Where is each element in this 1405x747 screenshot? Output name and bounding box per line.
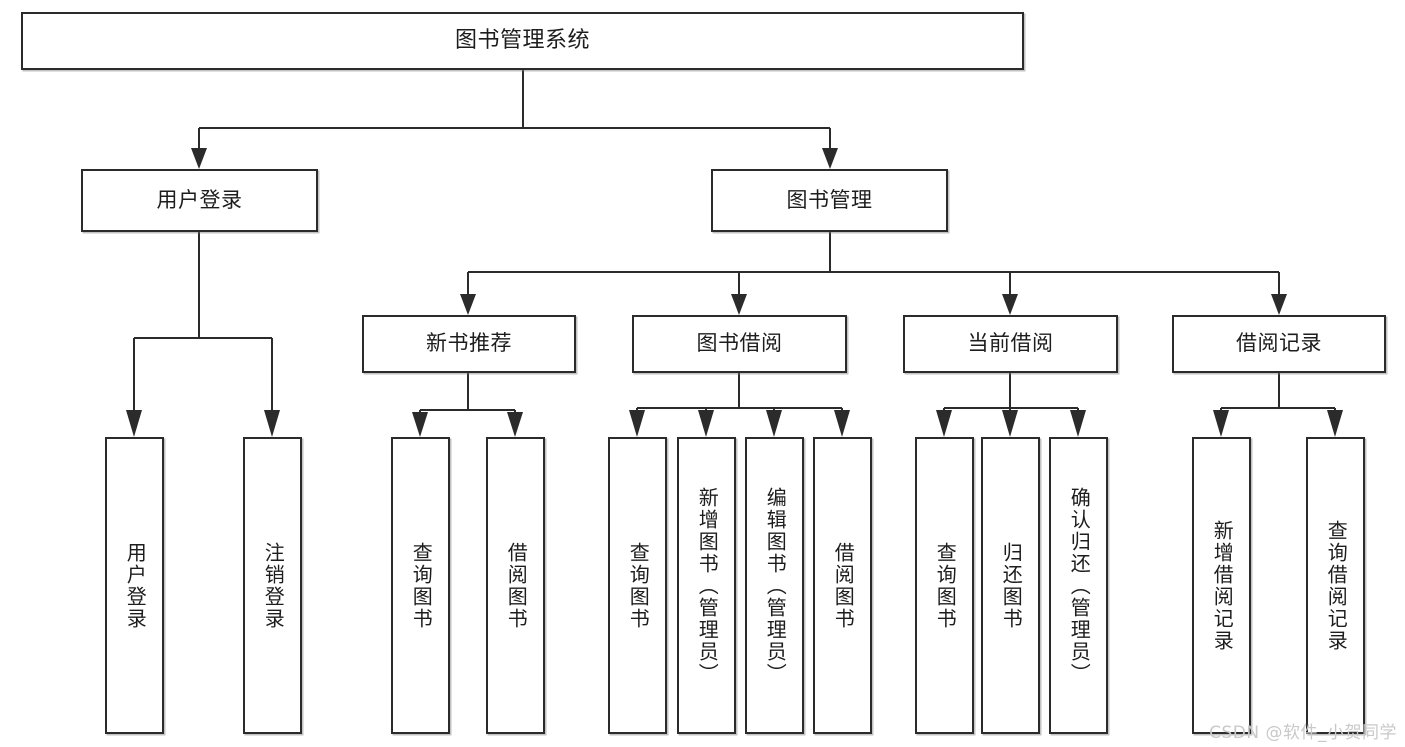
leaf-book-borrow-borrow[interactable]: 借阅图书 bbox=[813, 437, 872, 734]
node-book-management[interactable]: 图书管理 bbox=[711, 169, 948, 232]
watermark-text: CSDN @软件_小贺同学 bbox=[1209, 723, 1397, 743]
node-current-borrow[interactable]: 当前借阅 bbox=[903, 315, 1118, 373]
leaf-current-borrow-confirm-return[interactable]: 确认归还（管理员） bbox=[1049, 437, 1108, 734]
node-label: 编辑图书（管理员） bbox=[763, 486, 788, 685]
leaf-user-login-login[interactable]: 用户登录 bbox=[105, 437, 164, 734]
node-label: 用户登录 bbox=[156, 187, 243, 212]
node-label: 借阅图书 bbox=[831, 541, 856, 630]
leaf-current-borrow-return[interactable]: 归还图书 bbox=[981, 437, 1040, 734]
node-label: 查询借阅记录 bbox=[1324, 519, 1349, 652]
node-label: 查询图书 bbox=[626, 541, 651, 630]
node-label: 用户登录 bbox=[123, 541, 148, 630]
leaf-new-book-borrow[interactable]: 借阅图书 bbox=[486, 437, 545, 734]
node-label: 新增图书（管理员） bbox=[695, 486, 720, 685]
leaf-borrow-record-query[interactable]: 查询借阅记录 bbox=[1306, 437, 1365, 734]
node-label: 图书管理 bbox=[786, 187, 873, 212]
node-new-book-recommend[interactable]: 新书推荐 bbox=[362, 315, 576, 373]
leaf-borrow-record-add[interactable]: 新增借阅记录 bbox=[1192, 437, 1251, 734]
node-user-login[interactable]: 用户登录 bbox=[81, 169, 318, 232]
node-label: 借阅记录 bbox=[1236, 331, 1322, 356]
node-label: 归还图书 bbox=[999, 541, 1024, 630]
leaf-book-borrow-query[interactable]: 查询图书 bbox=[608, 437, 667, 734]
node-label: 新增借阅记录 bbox=[1210, 519, 1235, 652]
node-label: 借阅图书 bbox=[504, 541, 529, 630]
leaf-current-borrow-query[interactable]: 查询图书 bbox=[915, 437, 974, 734]
node-label: 确认归还（管理员） bbox=[1067, 486, 1092, 685]
leaf-book-borrow-add[interactable]: 新增图书（管理员） bbox=[677, 437, 736, 734]
node-label: 图书借阅 bbox=[696, 331, 783, 356]
leaf-new-book-query[interactable]: 查询图书 bbox=[391, 437, 450, 734]
node-label: 注销登录 bbox=[261, 541, 286, 630]
node-label: 当前借阅 bbox=[967, 331, 1054, 356]
node-label: 图书管理系统 bbox=[454, 27, 590, 53]
leaf-book-borrow-edit[interactable]: 编辑图书（管理员） bbox=[745, 437, 804, 734]
node-label: 新书推荐 bbox=[426, 331, 512, 356]
leaf-user-login-logout[interactable]: 注销登录 bbox=[243, 437, 302, 734]
node-book-borrow[interactable]: 图书借阅 bbox=[632, 315, 847, 373]
node-label: 查询图书 bbox=[409, 541, 434, 630]
node-label: 查询图书 bbox=[933, 541, 958, 630]
node-root-system[interactable]: 图书管理系统 bbox=[21, 12, 1024, 70]
node-borrow-record[interactable]: 借阅记录 bbox=[1172, 315, 1386, 373]
